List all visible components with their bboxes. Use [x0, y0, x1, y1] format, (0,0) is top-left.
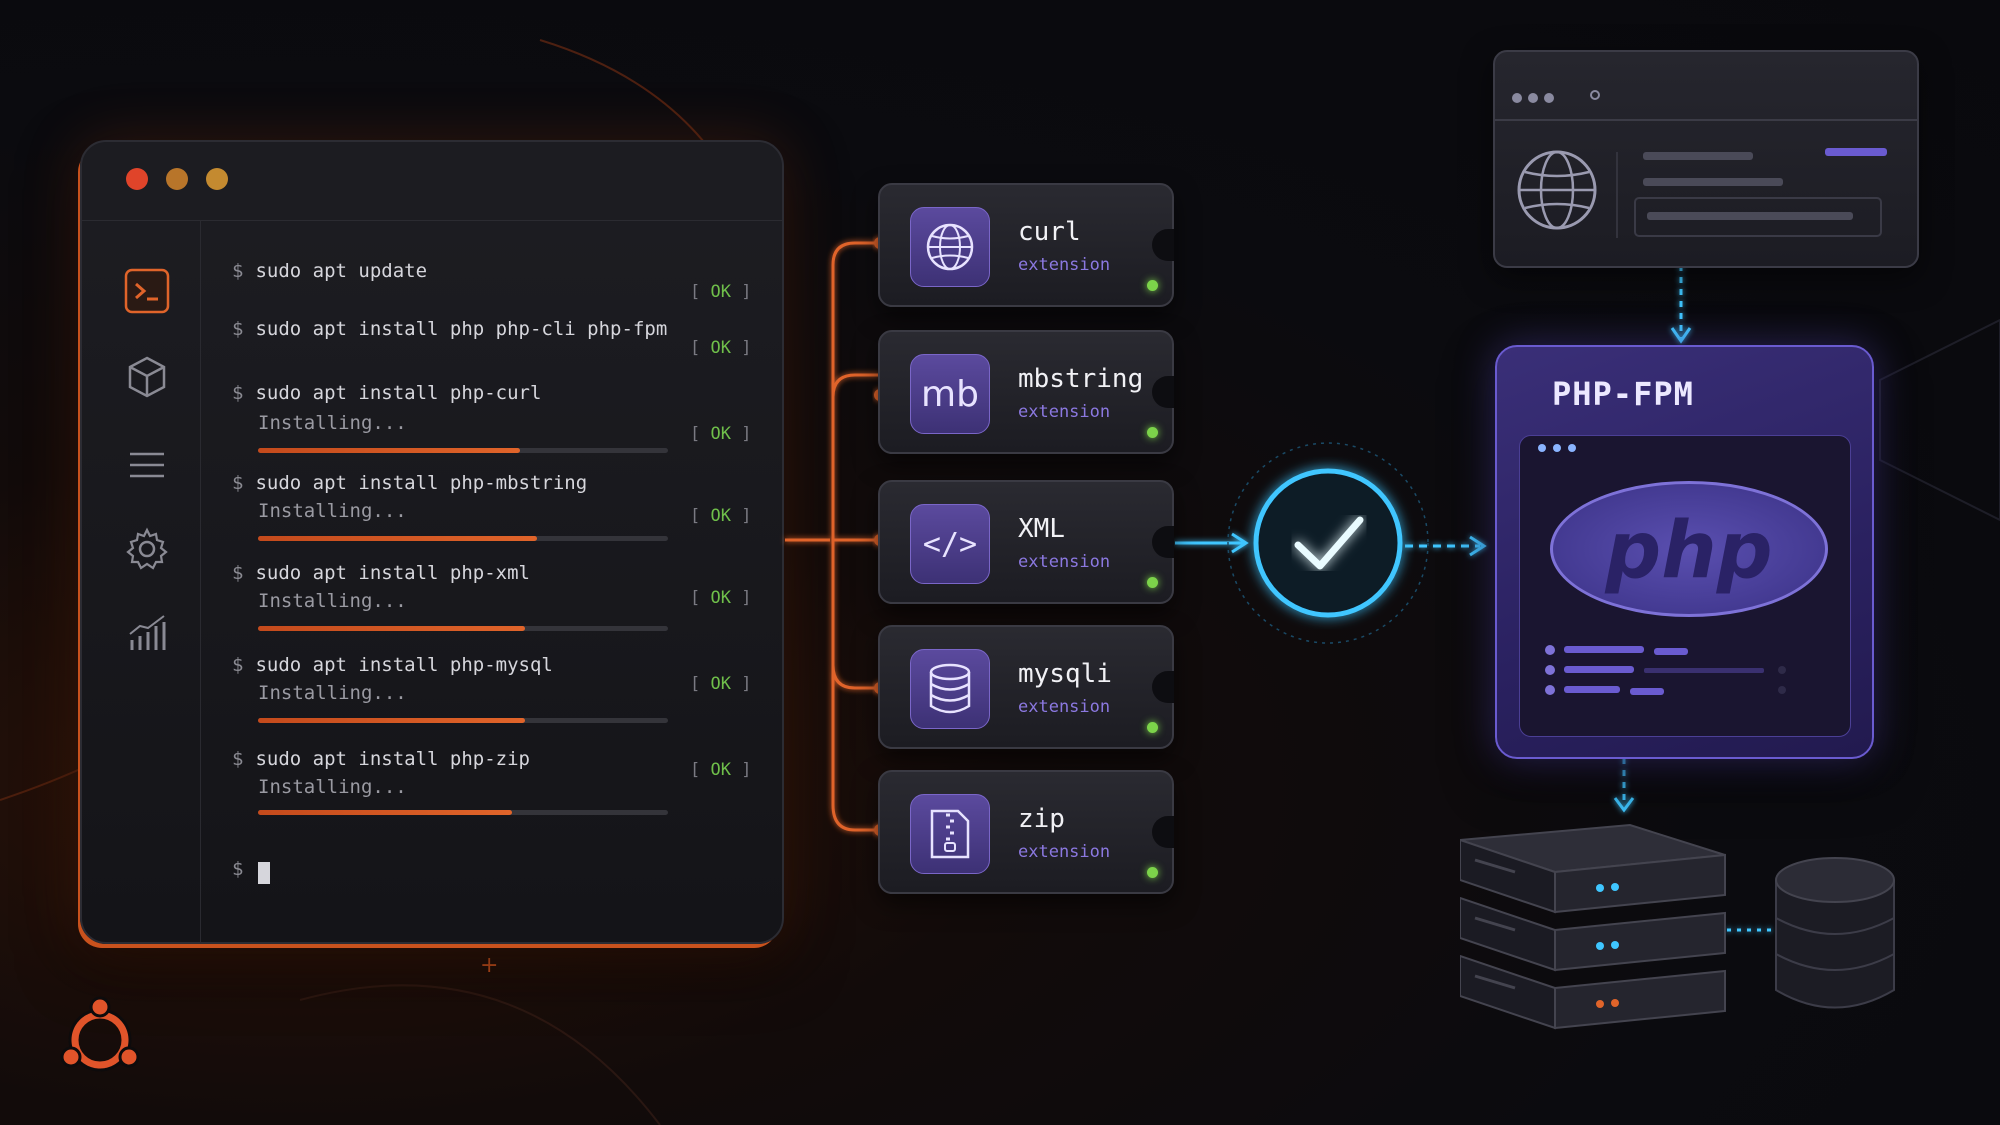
zip-file-icon	[910, 794, 990, 874]
database-cylinder-icon	[1775, 857, 1895, 1009]
extension-card-mysqli[interactable]: mysqli extension	[878, 625, 1174, 749]
browser-window[interactable]	[1493, 50, 1919, 268]
server-stack-icon	[1460, 823, 1726, 1030]
chart-icon[interactable]	[124, 610, 170, 656]
installing-label: Installing...	[258, 776, 407, 798]
text-cursor	[258, 862, 270, 884]
php-fpm-container[interactable]: PHP-FPM php	[1495, 345, 1874, 759]
extension-name: mysqli	[1018, 659, 1112, 689]
menu-icon[interactable]	[124, 442, 170, 488]
connector-notch	[1152, 526, 1174, 558]
success-check-icon	[1256, 471, 1400, 615]
screen-dots	[1538, 444, 1576, 452]
terminal-sidebar	[82, 220, 201, 942]
terminal-window[interactable]: $sudo apt update [ OK ] $sudo apt instal…	[80, 140, 784, 944]
command-line: $sudo apt install php-mysql	[232, 654, 553, 676]
command-line: $sudo apt install php-mbstring	[232, 472, 588, 494]
status-led	[1147, 867, 1158, 878]
progress-bar	[258, 718, 668, 723]
progress-bar	[258, 448, 668, 453]
status-led	[1147, 427, 1158, 438]
code-icon: </>	[910, 504, 990, 584]
svg-text:+: +	[480, 953, 498, 978]
ubuntu-logo-icon	[60, 996, 140, 1072]
ok-status: [ OK ]	[690, 282, 752, 302]
minimize-dot[interactable]	[166, 168, 188, 190]
extension-name: curl	[1018, 217, 1081, 247]
extension-name: zip	[1018, 804, 1065, 834]
extension-card-xml[interactable]: </> XML extension	[878, 480, 1174, 604]
connector-notch	[1152, 376, 1174, 408]
ok-status: [ OK ]	[690, 338, 752, 358]
extension-label: extension	[1018, 255, 1111, 275]
status-led	[1147, 722, 1158, 733]
status-led	[1147, 577, 1158, 588]
command-line: $sudo apt update	[232, 260, 428, 282]
ok-status: [ OK ]	[690, 424, 752, 444]
ok-status: [ OK ]	[690, 760, 752, 780]
extension-label: extension	[1018, 697, 1111, 717]
command-line: $sudo apt install php php-cli php-fpm	[232, 318, 668, 340]
command-line: $sudo apt install php-curl	[232, 382, 542, 404]
fpm-title: PHP-FPM	[1552, 375, 1694, 413]
prompt-line[interactable]: $	[232, 858, 244, 880]
connector-notch	[1152, 816, 1174, 848]
browser-content	[1495, 90, 1917, 238]
process-list	[1545, 645, 1786, 695]
extension-card-curl[interactable]: curl extension	[878, 183, 1174, 307]
extension-name: XML	[1018, 514, 1065, 544]
extension-label: extension	[1018, 402, 1111, 422]
globe-icon	[910, 207, 990, 287]
ok-status: [ OK ]	[690, 588, 752, 608]
ok-status: [ OK ]	[690, 506, 752, 526]
command-line: $sudo apt install php-zip	[232, 748, 530, 770]
status-led	[1147, 280, 1158, 291]
extension-name: mbstring	[1018, 364, 1144, 394]
php-logo: php	[1550, 481, 1828, 617]
connector-notch	[1152, 229, 1174, 261]
installing-label: Installing...	[258, 590, 407, 612]
progress-bar	[258, 810, 668, 815]
fpm-screen: php	[1519, 435, 1851, 737]
settings-gear-icon[interactable]	[124, 526, 170, 572]
package-icon[interactable]	[124, 354, 170, 400]
close-dot[interactable]	[126, 168, 148, 190]
connector-notch	[1152, 671, 1174, 703]
ok-status: [ OK ]	[690, 674, 752, 694]
installing-label: Installing...	[258, 682, 407, 704]
extension-label: extension	[1018, 842, 1111, 862]
extension-card-mbstring[interactable]: mb mbstring extension	[878, 330, 1174, 454]
extension-card-zip[interactable]: zip extension	[878, 770, 1174, 894]
progress-bar	[258, 536, 668, 541]
extension-label: extension	[1018, 552, 1111, 572]
mb-icon: mb	[910, 354, 990, 434]
installing-label: Installing...	[258, 412, 407, 434]
database-icon	[910, 649, 990, 729]
terminal-titlebar	[82, 142, 782, 221]
maximize-dot[interactable]	[206, 168, 228, 190]
installing-label: Installing...	[258, 500, 407, 522]
command-line: $sudo apt install php-xml	[232, 562, 530, 584]
progress-bar	[258, 626, 668, 631]
terminal-prompt-icon[interactable]	[124, 268, 170, 314]
